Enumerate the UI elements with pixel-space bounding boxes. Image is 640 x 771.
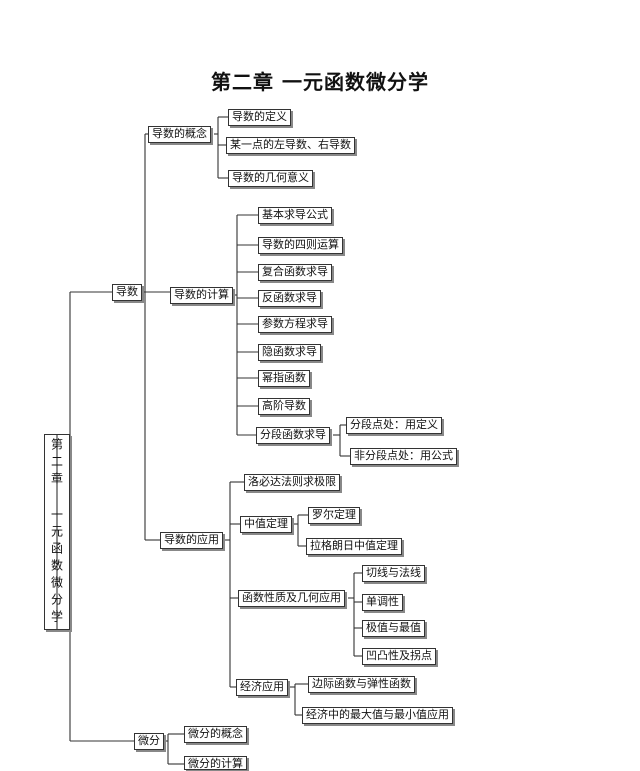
- node-mizhi: 幂指函数: [258, 370, 310, 387]
- root-node: 第二章 一元函数微分学: [44, 434, 70, 630]
- node-zhongzhi: 中值定理: [240, 516, 292, 533]
- node-bianji: 边际函数与弹性函数: [308, 676, 415, 693]
- node-sizhe: 导数的四则运算: [258, 237, 343, 254]
- node-dingyi: 导数的定义: [228, 109, 291, 126]
- node-weifen: 微分: [134, 733, 164, 750]
- node-qiexian: 切线与法线: [362, 565, 425, 582]
- node-jizhi: 极值与最值: [362, 620, 425, 637]
- node-fanhanshu: 反函数求导: [258, 290, 321, 307]
- node-aotu: 凹凸性及拐点: [362, 648, 436, 665]
- node-weifenjisuan: 微分的计算: [184, 756, 247, 770]
- node-jiben: 基本求导公式: [258, 207, 332, 224]
- node-zuoyou: 某一点的左导数、右导数: [226, 137, 355, 154]
- node-feifenduan: 非分段点处：用公式: [350, 448, 457, 465]
- node-fenduandian: 分段点处：用定义: [346, 417, 442, 434]
- node-yinhanshu: 隐函数求导: [258, 344, 321, 361]
- node-zuidazhi: 经济中的最大值与最小值应用: [302, 707, 453, 724]
- node-weifengainian: 微分的概念: [184, 726, 247, 743]
- node-yingyong: 导数的应用: [160, 532, 223, 549]
- node-luoer: 罗尔定理: [308, 507, 360, 524]
- node-luobida: 洛必达法则求极限: [244, 474, 340, 491]
- page-title: 第二章 一元函数微分学: [211, 70, 429, 94]
- node-jihe: 导数的几何意义: [228, 170, 313, 187]
- node-gainian: 导数的概念: [148, 126, 211, 143]
- node-hanshuxingzhi: 函数性质及几何应用: [238, 590, 345, 607]
- node-jisuan: 导数的计算: [170, 287, 233, 304]
- node-gaojie: 高阶导数: [258, 398, 310, 415]
- node-canshu: 参数方程求导: [258, 316, 332, 333]
- node-daoshu: 导数: [112, 284, 142, 301]
- node-dandiao: 单调性: [362, 594, 403, 611]
- node-jingji: 经济应用: [236, 679, 288, 696]
- node-fuhe: 复合函数求导: [258, 264, 332, 281]
- node-lagelangri: 拉格朗日中值定理: [306, 538, 402, 555]
- node-fenduan: 分段函数求导: [256, 427, 330, 444]
